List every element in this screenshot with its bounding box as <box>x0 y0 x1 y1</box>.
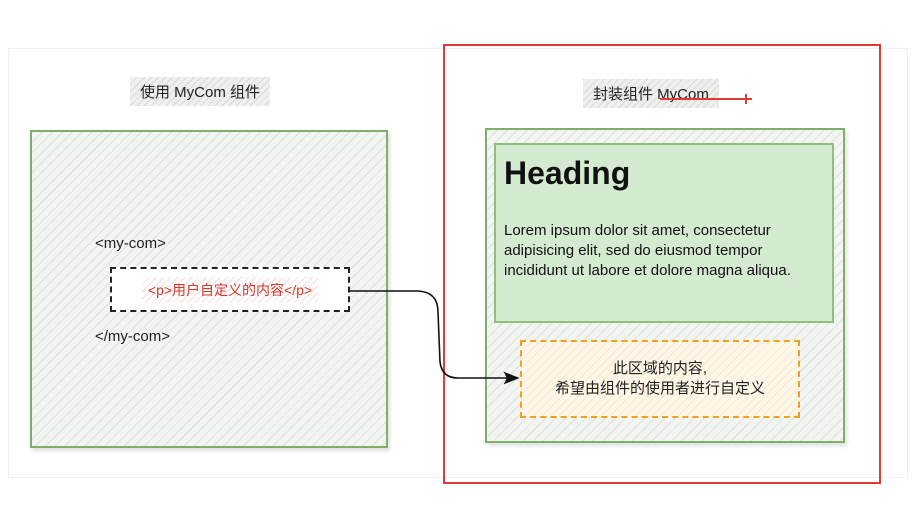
slot-text-line-2: 希望由组件的使用者进行自定义 <box>554 380 765 397</box>
component-heading: Heading <box>504 155 631 191</box>
left-caption: 使用 MyCom 组件 <box>130 77 271 106</box>
component-body-text: Lorem ipsum dolor sit amet, consectetur … <box>504 222 791 279</box>
connector-arrow <box>350 290 520 385</box>
slot-text-line-1: 此区域的内容, <box>612 360 708 377</box>
open-tag: <my-com> <box>95 235 166 252</box>
user-content-text: <p>用户自定义的内容</p> <box>141 276 319 303</box>
slot-area: 此区域的内容, 希望由组件的使用者进行自定义 <box>520 340 800 418</box>
component-content-box: Heading Lorem ipsum dolor sit amet, cons… <box>494 143 834 323</box>
outer-frame <box>8 48 908 478</box>
close-tag: </my-com> <box>95 328 171 345</box>
user-content-box: <p>用户自定义的内容</p> <box>110 267 350 312</box>
highlight-rectangle <box>443 44 881 484</box>
annotation-underline <box>660 94 752 104</box>
